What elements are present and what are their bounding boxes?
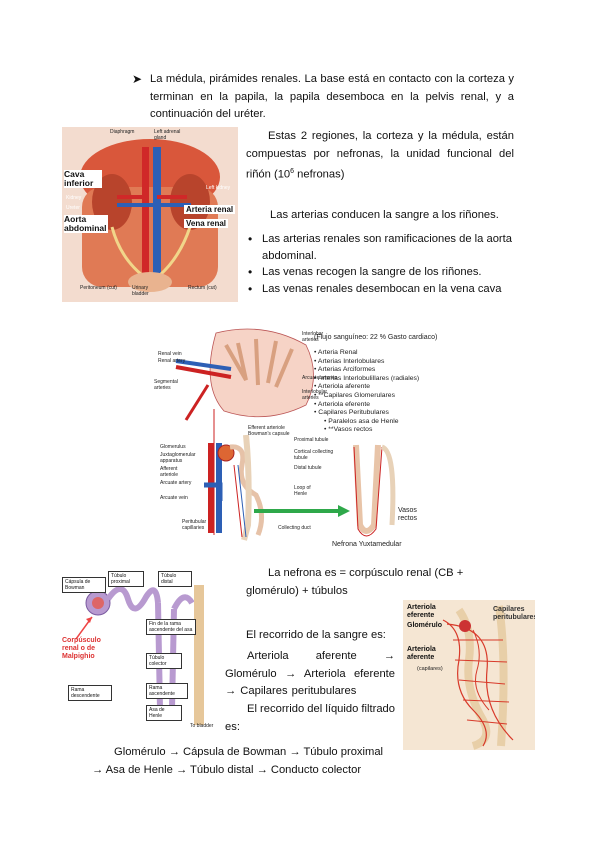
list-item: • Capilares Peritubulares — [314, 409, 389, 417]
cava-inferior-label: Cava inferior — [64, 170, 102, 188]
vascular-list: • Arteria Renal • Arterias Interlobulare… — [314, 349, 419, 435]
arteriola-aferente-label: Arteriola aferente — [407, 646, 436, 661]
list-item: • Arteriola eferente — [314, 400, 371, 408]
interlobar-arteries-label: Interlobar arteries — [302, 331, 324, 343]
interlobular-arteries-label: Interlobular arteries — [302, 389, 328, 401]
filtrate-path-title: El recorrido del líquido filtrado es: — [225, 703, 395, 733]
capilares-paren-label: (capilares) — [417, 666, 443, 672]
renal-artery-label: Renal artery — [158, 358, 186, 364]
cortical-collecting-label: Cortical collecting tubule — [294, 449, 334, 461]
arcuate-artery-label: Arcuate artery — [160, 480, 192, 486]
nephron-blood-figure: Renal vein Renal artery Segmental arteri… — [146, 325, 449, 553]
tubulo-distal-label: Túbulo distal — [158, 571, 192, 587]
proximal-tubule-label: Proximal tubule — [294, 437, 329, 443]
ureter-label: Ureter — [66, 205, 80, 211]
tubulo-colector-label: Túbulo colector — [146, 653, 182, 669]
vena-renal-label: Vena renal — [184, 219, 229, 228]
glomerulo-label: Glomérulo — [407, 622, 443, 629]
renal-vein-label: Renal vein — [158, 351, 182, 357]
capillaries-illustration — [403, 600, 535, 750]
blood-path-title: El recorrido de la sangre es: — [246, 629, 386, 641]
asa-henle-label: Asa de Henle — [146, 705, 182, 721]
peritubular-capillaries-label: Peritubular capillaries — [182, 519, 207, 531]
distal-tubule-label: Distal tubule — [294, 465, 322, 471]
adrenal-label: Left adrenal gland — [154, 129, 181, 141]
efferent-bowman-label: Efferent arteriole Bowman's capsule — [248, 425, 290, 437]
list-item: • Arterias Interlobulillares (radiales) — [314, 374, 420, 382]
rama-ascendente-label: Rama ascendente — [146, 683, 188, 699]
list-item: • Arteria Renal — [314, 349, 358, 356]
to-bladder-label: To bladder — [190, 723, 214, 729]
collecting-duct-label: Collecting duct — [278, 525, 311, 531]
list-item: Las venas recogen la sangre de los riñon… — [246, 264, 518, 281]
arteriola-eferente-label: Arteriola eferente — [407, 604, 436, 619]
capsula-bowman-label: Cápsula de Bowman — [62, 577, 106, 593]
segmental-arteries-label: Segmental arteries — [154, 379, 178, 391]
glomerulus-label: Glomerulus — [160, 444, 186, 450]
filtrate-path: Glomérulo → Cápsula de Bowman → Túbulo p… — [92, 746, 384, 776]
diaphragm-label: Diaphragm — [110, 129, 135, 135]
rama-descendente-label: Rama descendente — [68, 685, 112, 701]
list-item: • **Vasos rectos — [324, 426, 373, 434]
capillaries-figure: Arteriola eferente Glomérulo Arteriola a… — [403, 600, 535, 750]
medula-paragraph: ➤ La médula, pirámides renales. La base … — [132, 72, 514, 120]
nephron-illustration — [175, 328, 396, 541]
capilares-peritubulares-label: Capilares peritubulares — [493, 606, 535, 621]
list-item: • Arteriola aferente — [314, 383, 371, 391]
fin-rama-label: Fin de la rama ascendente del asa — [146, 619, 196, 635]
afferent-arteriole-label: Afferent arteriole — [160, 466, 179, 478]
tubulo-proximal-label: Túbulo proximal — [108, 571, 144, 587]
list-item: Las arterias renales son ramificaciones … — [246, 231, 518, 264]
loop-of-henle-label: Loop of Henle — [294, 485, 311, 497]
arteria-renal-label: Arteria renal — [184, 205, 236, 214]
peritoneum-label: Peritoneum (cut) — [80, 285, 117, 291]
list-item: • Arterias Arciformes — [314, 366, 376, 374]
kidney-anatomy-figure: Diaphragm Left adrenal gland Cava inferi… — [62, 127, 238, 302]
juxtaglomerular-label: Juxtaglomerular apparatus — [160, 452, 196, 464]
flow-title: (Flujo sanguíneo: 22 % Gasto cardiaco) — [314, 334, 438, 341]
regions-paragraph: Estas 2 regiones, la corteza y la médula… — [246, 130, 514, 181]
list-item: Las venas renales desembocan en la vena … — [246, 281, 518, 298]
rectum-label: Rectum (cut) — [188, 285, 217, 291]
tubule-figure: Cápsula de Bowman Túbulo proximal Túbulo… — [62, 569, 218, 731]
arteries-bullet-list: Las arterias renales son ramificaciones … — [246, 231, 518, 297]
bladder-label: Urinary bladder — [132, 285, 149, 297]
corpusculo-label: Corpúsculo renal o de Malpighio — [62, 637, 101, 660]
list-item: • Paralelos asa de Henle — [324, 417, 399, 425]
kidney-label: Kidney — [66, 195, 82, 201]
list-item: • **Capilares Glomerulares — [314, 391, 395, 399]
nephron-definition: La nefrona es = corpúsculo renal (CB + g… — [246, 567, 464, 597]
arcuate-arteries-label: Arcuate arteries — [302, 375, 338, 381]
vasos-rectos-label: Vasos rectos — [398, 507, 418, 522]
arcuate-vein-label: Arcuate vein — [160, 495, 188, 501]
blood-path: Arteriola aferente → Glomérulo → Arterio… — [225, 650, 395, 697]
left-kidney-label: Left kidney — [206, 185, 231, 191]
list-item: • Arterias Interlobulares — [314, 357, 385, 365]
aorta-abdominal-label: Aorta abdominal — [64, 214, 108, 233]
arteries-intro: Las arterias conducen la sangre a los ri… — [270, 209, 499, 221]
arrow-bullet-icon: ➤ — [132, 72, 143, 86]
nephron-caption: Nefrona Yuxtamedular — [332, 541, 402, 548]
